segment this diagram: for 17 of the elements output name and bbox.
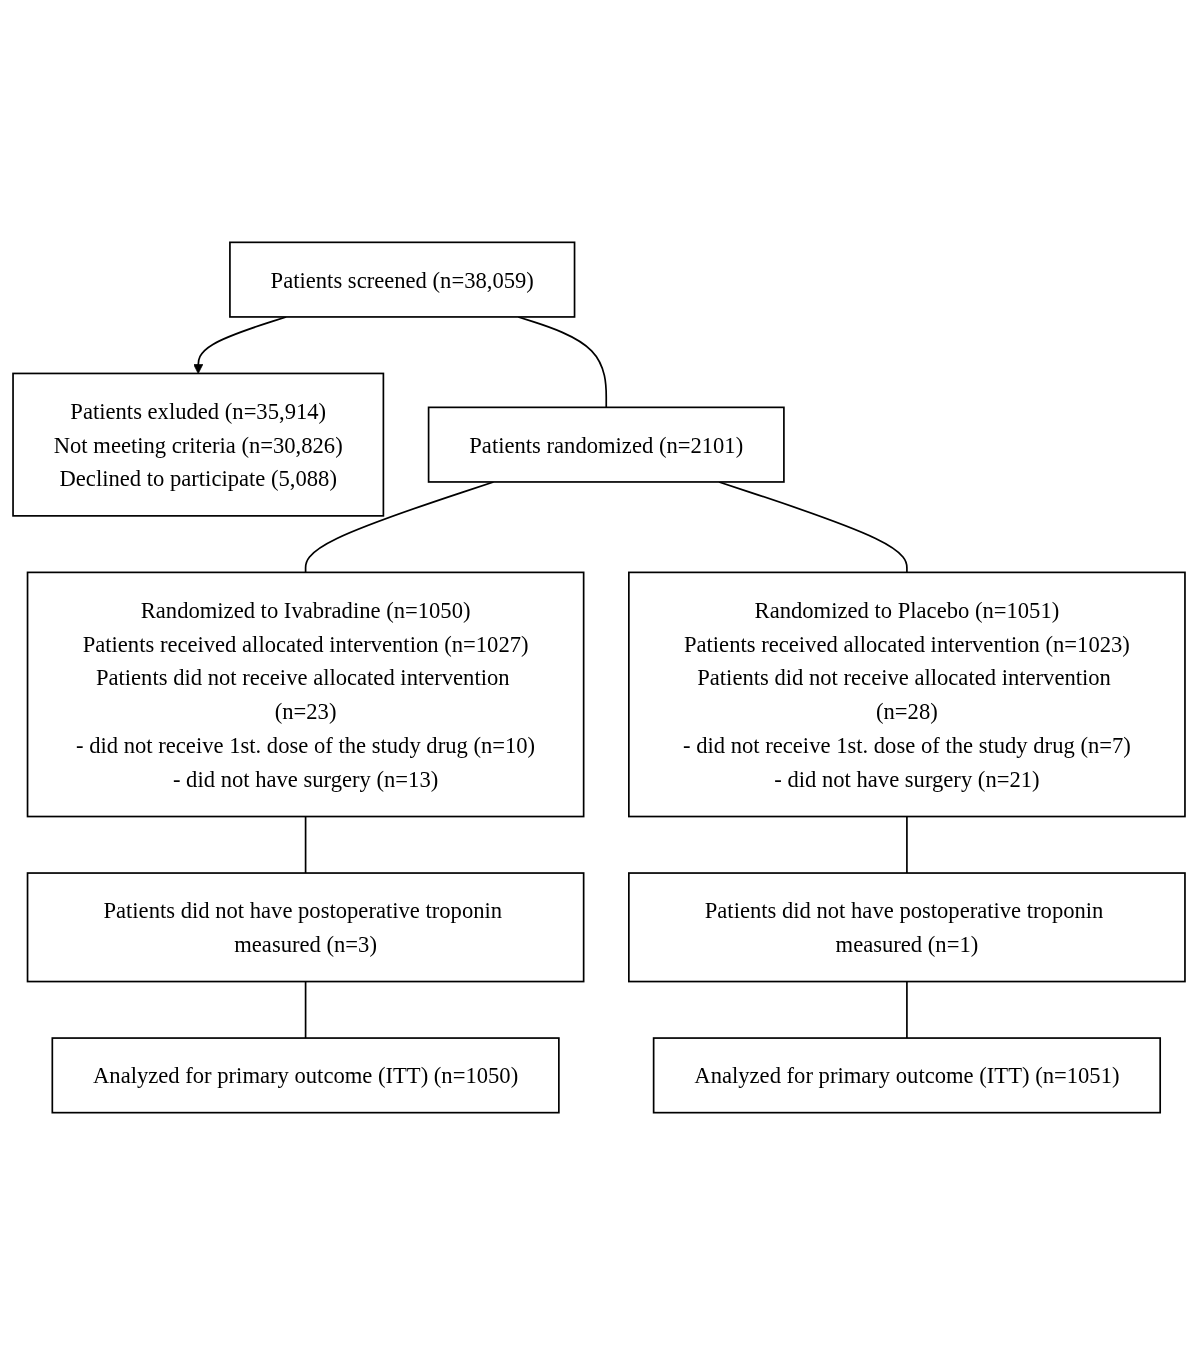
node-box: Randomized to Ivabradine (n=1050) Patients received allocated intervention (n=1027) Patients did not receive allocated intervention (n=23) - did not receive 1st. dose of the study drug (n=10) - did not have surgery (n=13) xyxy=(26,571,585,818)
connector xyxy=(304,481,495,574)
node-box: Patients did not have postoperative troponin measured (n=3) xyxy=(26,872,585,983)
connector xyxy=(906,815,908,874)
node-box: Patients screened (n=38,059) xyxy=(229,241,576,318)
node-box: Patients randomized (n=2101) xyxy=(427,406,785,483)
node-box: Randomized to Placebo (n=1051) Patients received allocated intervention (n=1023) Patients did not receive allocated intervention (n=28) - did not receive 1st. dose of the study drug (n=7) - did not have surgery (n=21) xyxy=(628,571,1186,818)
connector xyxy=(304,980,307,1039)
connector xyxy=(718,481,908,574)
node-box: Patients exluded (n=35,914) Not meeting criteria (n=30,826) Declined to participate (5,088) xyxy=(12,372,385,517)
node-box: Analyzed for primary outcome (ITT) (n=1050) xyxy=(51,1037,560,1114)
connector xyxy=(517,316,608,409)
connector xyxy=(304,815,307,874)
connector xyxy=(906,980,908,1039)
node-box: Patients did not have postoperative troponin measured (n=1) xyxy=(628,872,1186,983)
node-box: Analyzed for primary outcome (ITT) (n=1051) xyxy=(652,1037,1162,1114)
arrow xyxy=(193,316,287,374)
